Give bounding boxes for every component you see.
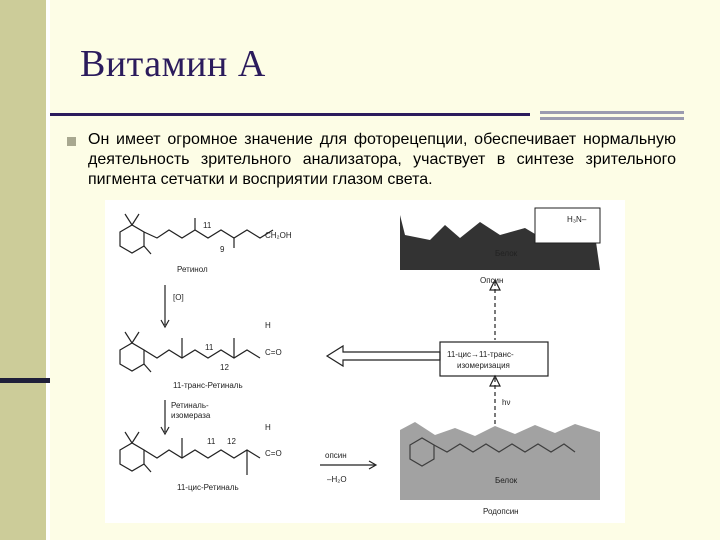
num-9-retinol: 9 (220, 245, 225, 254)
left-accent-line (46, 0, 50, 540)
hv-label: hν (502, 398, 510, 407)
num-12-cis: 12 (227, 437, 236, 446)
title-underline (50, 113, 530, 116)
light-arrowhead (489, 374, 501, 387)
condensation-label-2: –H₂O (327, 475, 347, 484)
bullet-text: Он имеет огромное значение для фоторецеп… (88, 131, 676, 188)
trans-aldehyde-h: H (265, 321, 271, 330)
num-12-trans: 12 (220, 363, 229, 372)
cis-aldehyde-h: H (265, 423, 271, 432)
title-underline-accent-bottom (540, 117, 684, 120)
condensation-arrowhead (368, 460, 378, 470)
isomerization-text-2: изомеризация (457, 361, 510, 370)
slide-title: Витамин А (80, 43, 266, 85)
bullet-marker (67, 137, 76, 146)
left-accent-band (0, 0, 46, 540)
cis-retinal-structure (119, 431, 261, 475)
band-divider (0, 378, 50, 383)
isomerase-label-line1: Ретиналь- (171, 401, 209, 410)
rhodopsin-label: Родопсин (483, 507, 519, 516)
trans-retinal-structure (119, 331, 261, 373)
title-underline-accent-top (540, 111, 684, 114)
oxidation-label: [O] (173, 293, 184, 302)
retinol-group: CH₂OH (265, 231, 292, 240)
cis-aldehyde-co: C=O (265, 449, 282, 458)
oxidation-arrowhead (160, 319, 170, 329)
condensation-label-1: опсин (325, 451, 347, 460)
opsin-protein-label: Белок (495, 249, 518, 258)
num-11-trans: 11 (205, 343, 214, 352)
isomerization-box (439, 341, 549, 377)
trans-aldehyde-co: C=O (265, 348, 282, 357)
retinol-label: Ретинол (177, 265, 208, 274)
retinol-structure (119, 213, 274, 255)
visual-cycle-figure: CH₂OH Ретинол 11 9 [O] H C=O 11 12 11-тр… (105, 200, 625, 523)
num-11-retinol: 11 (203, 221, 212, 230)
num-11-cis: 11 (207, 437, 216, 446)
isomerase-label-line2: изомераза (171, 411, 211, 420)
hn-label: H₃N– (567, 215, 587, 224)
rhodopsin-protein-shape (400, 422, 600, 500)
isomerase-arrowhead (160, 426, 170, 436)
trans-retinal-label: 11-транс-Ретиналь (173, 381, 243, 390)
release-arrow (325, 344, 441, 368)
opsin-protein-shape (400, 215, 600, 270)
cis-retinal-label: 11-цис-Ретиналь (177, 483, 239, 492)
opsin-binding-site (534, 207, 601, 244)
rhodopsin-protein-label: Белок (495, 476, 518, 485)
opsin-arrowhead (489, 278, 501, 291)
isomerization-text-1: 11-цис→11-транс- (447, 350, 514, 359)
opsin-label: Опсин (480, 276, 503, 285)
